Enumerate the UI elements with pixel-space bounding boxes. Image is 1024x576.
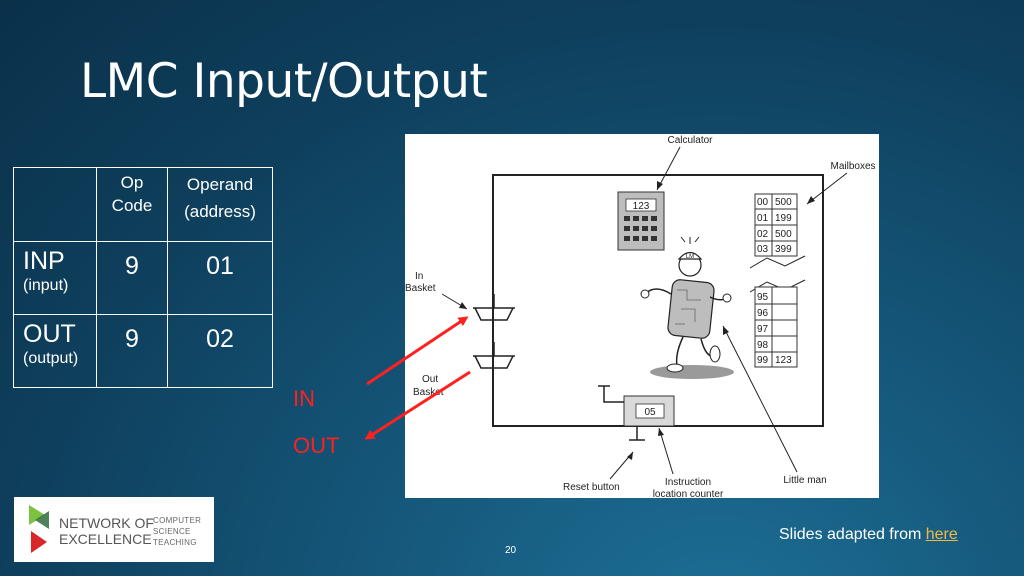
in-basket-icon xyxy=(473,294,515,321)
opcode-header: Op Code xyxy=(111,173,153,215)
mnemonic-cell: INP (input) xyxy=(13,241,97,315)
mailbox-val: 123 xyxy=(775,355,792,366)
opcode-cell: 9 xyxy=(96,314,168,388)
operand-cell: 01 xyxy=(167,241,273,315)
mailbox-num: 03 xyxy=(757,244,769,255)
page-number: 20 xyxy=(505,545,517,556)
calculator-display: 123 xyxy=(633,201,650,212)
little-man-icon: LM xyxy=(640,236,734,379)
mailbox-num: 99 xyxy=(757,355,769,366)
logo-arrows-icon xyxy=(29,505,49,553)
mailbox-val: 500 xyxy=(775,197,792,208)
calculator-icon: 123 xyxy=(617,191,665,251)
logo-line: EXCELLENCE xyxy=(59,531,152,547)
calculator-label: Calculator xyxy=(667,135,713,146)
out-basket-label: Basket xyxy=(413,387,444,398)
mailbox-num: 00 xyxy=(757,197,769,208)
mailbox-num: 01 xyxy=(757,213,769,224)
slide-title: LMC Input/Output xyxy=(80,54,488,109)
mailboxes-label: Mailboxes xyxy=(830,161,875,172)
network-of-excellence-logo: NETWORK OF EXCELLENCE COMPUTER SCIENCE T… xyxy=(14,497,214,562)
table-header-row: Op Code Operand (address) xyxy=(13,167,273,242)
counter-label: Instruction xyxy=(665,477,711,488)
mnemonic-cell: OUT (output) xyxy=(13,314,97,388)
credit-text: Slides adapted from xyxy=(779,526,926,543)
in-basket-label: Basket xyxy=(405,283,436,294)
table-header-cell: Operand (address) xyxy=(167,167,273,242)
in-basket-label: In xyxy=(415,271,423,282)
table-row: OUT (output) 9 02 xyxy=(13,314,273,388)
instruction-table: Op Code Operand (address) INP (input) 9 … xyxy=(13,167,273,388)
opcode-cell: 9 xyxy=(96,241,168,315)
logo-line: TEACHING xyxy=(153,538,197,547)
mnemonic-desc: (input) xyxy=(23,277,69,294)
mailbox-num: 95 xyxy=(757,292,769,303)
mnemonic: OUT xyxy=(23,320,76,348)
reset-button-label: Reset button xyxy=(563,482,620,493)
credit-line: Slides adapted from here xyxy=(779,526,958,544)
mailbox-num: 98 xyxy=(757,340,769,351)
reset-button-icon xyxy=(598,385,645,441)
little-man-label: Little man xyxy=(783,475,826,486)
logo-main-text: NETWORK OF EXCELLENCE xyxy=(59,515,154,547)
lm-cap-text: LM xyxy=(686,254,694,260)
lmc-diagram: 123 Calculator Mailboxes 00 500 01 199 0 xyxy=(405,134,879,498)
mailbox-num: 02 xyxy=(757,229,769,240)
location-counter-icon: 05 xyxy=(623,395,675,427)
table-header-cell xyxy=(13,167,97,242)
table-row: INP (input) 9 01 xyxy=(13,241,273,315)
counter-value: 05 xyxy=(644,407,656,418)
out-arrow-label: OUT xyxy=(293,433,340,458)
logo-line: COMPUTER xyxy=(153,516,202,525)
mnemonic-desc: (output) xyxy=(23,350,79,367)
operand-header: Operand (address) xyxy=(184,175,256,221)
in-arrow-label: IN xyxy=(293,386,315,411)
logo-line: SCIENCE xyxy=(153,527,191,536)
operand-cell: 02 xyxy=(167,314,273,388)
mailboxes-bottom xyxy=(754,286,798,368)
mailbox-num: 96 xyxy=(757,308,769,319)
out-basket-icon xyxy=(473,342,515,369)
counter-label: location counter xyxy=(653,489,724,498)
out-basket-label: Out xyxy=(422,374,438,385)
mailboxes-top xyxy=(754,193,798,257)
mailbox-val: 399 xyxy=(775,244,792,255)
table-header-cell: Op Code xyxy=(96,167,168,242)
mailbox-num: 97 xyxy=(757,324,769,335)
mnemonic: INP xyxy=(23,247,65,275)
credit-link[interactable]: here xyxy=(925,526,958,543)
mailbox-val: 199 xyxy=(775,213,792,224)
logo-sub-text: COMPUTER SCIENCE TEACHING xyxy=(153,515,201,548)
logo-line: NETWORK OF xyxy=(59,515,154,531)
mailbox-val: 500 xyxy=(775,229,792,240)
